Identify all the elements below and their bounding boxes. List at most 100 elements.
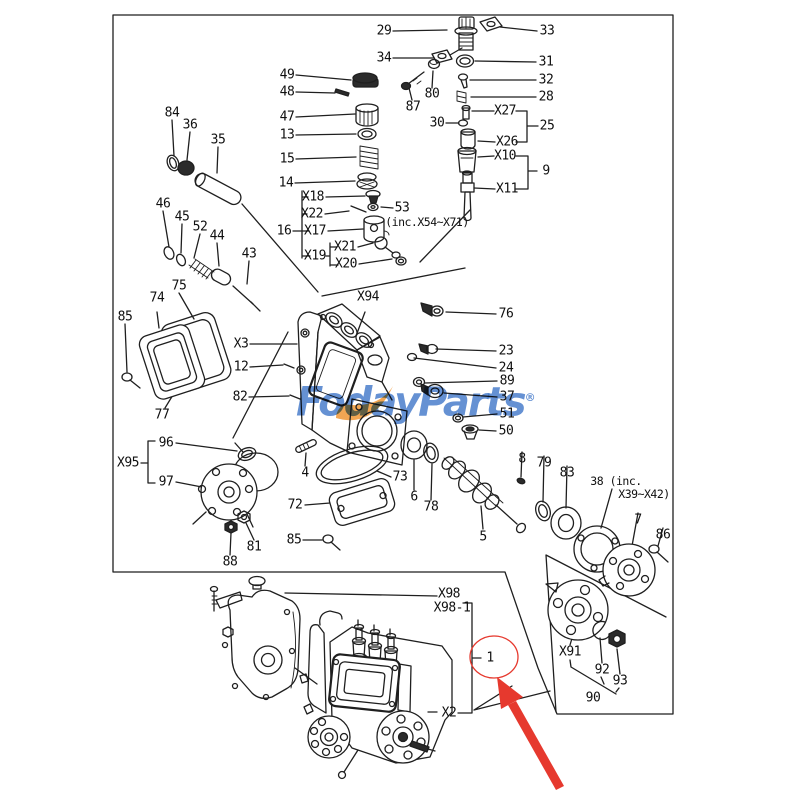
- part-label-44: 44: [209, 228, 225, 244]
- pump-assembly: [299, 610, 453, 780]
- part-76-plug: [420, 302, 444, 317]
- part-x20-ring: [395, 256, 407, 266]
- part-label-51: 51: [499, 406, 515, 422]
- red-circle-highlight: [469, 635, 519, 679]
- part-label-30: 30: [429, 115, 445, 131]
- part-24-ring: [406, 352, 418, 362]
- part-label-x19: X19: [304, 248, 326, 264]
- part-label-6: 6: [410, 489, 418, 505]
- part-label-x27: X27: [494, 103, 516, 119]
- part-83-bearing: [550, 506, 582, 540]
- part-label-inc-x54-x71: (inc.X54~X71): [385, 215, 469, 229]
- part-label-33: 33: [539, 23, 555, 39]
- part-label-7: 7: [634, 512, 642, 528]
- part-label-82: 82: [232, 389, 248, 405]
- part-53-ring: [367, 202, 379, 212]
- part-x18-valve: [365, 189, 381, 204]
- part-label-x91: X91: [559, 644, 581, 660]
- red-arrow: [497, 677, 564, 790]
- part-label-24: 24: [498, 360, 514, 376]
- part-label-37: 37: [499, 389, 515, 405]
- part-label-x22: X22: [301, 206, 323, 222]
- part-29-stud: [454, 16, 478, 51]
- part-32-screw: [457, 73, 469, 89]
- part-label-77: 77: [154, 407, 170, 423]
- part-96-ring: [237, 446, 257, 462]
- part-46-oring: [163, 246, 175, 260]
- part-label-85: 85: [117, 309, 133, 325]
- part-label-x39-x42: X39~X42): [618, 487, 670, 501]
- part-6-bearing: [400, 430, 428, 460]
- part-30-ring: [457, 119, 469, 127]
- part-label-97: 97: [158, 474, 174, 490]
- part-label-23: 23: [498, 343, 514, 359]
- part-label-5: 5: [479, 529, 487, 545]
- part-78-ring: [423, 442, 439, 464]
- part-89-ring: [412, 376, 426, 388]
- part-label-35: 35: [210, 132, 226, 148]
- watermark-text: FodayParts: [296, 379, 527, 426]
- part-label-38-inc: 38 (inc.: [590, 474, 642, 488]
- part-label-x17: X17: [304, 223, 326, 239]
- part-x11-nozzle: [460, 170, 475, 222]
- part-72-plate: [328, 478, 396, 526]
- part-label-36: 36: [182, 117, 198, 133]
- part-label-43: 43: [241, 246, 257, 262]
- part-label-29: 29: [376, 23, 392, 39]
- part-79-ring: [535, 500, 551, 522]
- part-label-46: 46: [155, 196, 171, 212]
- part-23-plug: [418, 343, 439, 355]
- part-label-13: 13: [279, 127, 295, 143]
- part-x22-pin: [350, 205, 367, 213]
- part-93-nut: [608, 629, 626, 648]
- part-label-50: 50: [498, 423, 514, 439]
- part-12-pin: [283, 363, 295, 369]
- part-label-96: 96: [158, 435, 174, 451]
- part-x10-holder: [457, 146, 477, 173]
- part-label-73: 73: [392, 469, 408, 485]
- part-label-4: 4: [301, 465, 309, 481]
- part-7-plate: [598, 543, 656, 597]
- part-label-1: 1: [486, 650, 494, 666]
- part-label-34: 34: [376, 50, 392, 66]
- part-label-52: 52: [192, 219, 208, 235]
- part-label-25: 25: [539, 118, 555, 134]
- part-49-cap: [352, 72, 379, 88]
- part-label-80: 80: [424, 86, 440, 102]
- part-88-nut: [224, 520, 238, 534]
- part-label-86: 86: [655, 527, 671, 543]
- part-33-joint: [479, 16, 503, 32]
- part-label-12: 12: [233, 359, 249, 375]
- watermark: FodayParts®: [296, 376, 536, 426]
- part-label-45: 45: [174, 209, 190, 225]
- part-48-screw: [334, 88, 350, 97]
- part-label-14: 14: [278, 175, 294, 191]
- part-label-88: 88: [222, 554, 238, 570]
- part-37-plug: [420, 383, 444, 399]
- part-8-key: [516, 477, 526, 485]
- part-label-89: 89: [499, 373, 515, 389]
- part-31-oring: [455, 54, 475, 68]
- leader-lines: [124, 26, 664, 714]
- part-label-x10: X10: [494, 148, 516, 164]
- gear-cover-assembly: [209, 575, 301, 701]
- part-74-cover: [138, 324, 206, 400]
- part-50-plug: [461, 424, 479, 440]
- watermark-registered-mark: ®: [524, 391, 536, 404]
- part-x91-coupling: [545, 579, 609, 641]
- part-43-plunger: [232, 285, 261, 312]
- part-15-spring: [359, 145, 379, 170]
- part-label-x26: X26: [496, 134, 518, 150]
- part-5-camshaft: [441, 456, 527, 534]
- part-label-78: 78: [423, 499, 439, 515]
- part-52-spring: [188, 258, 215, 280]
- part-label-47: 47: [279, 109, 295, 125]
- part-label-74: 74: [149, 290, 165, 306]
- part-label-28: 28: [538, 89, 554, 105]
- part-label-x20: X20: [335, 256, 357, 272]
- part-47-capnut: [355, 103, 379, 127]
- part-label-x94: X94: [357, 289, 379, 305]
- part-label-x3: X3: [233, 336, 249, 352]
